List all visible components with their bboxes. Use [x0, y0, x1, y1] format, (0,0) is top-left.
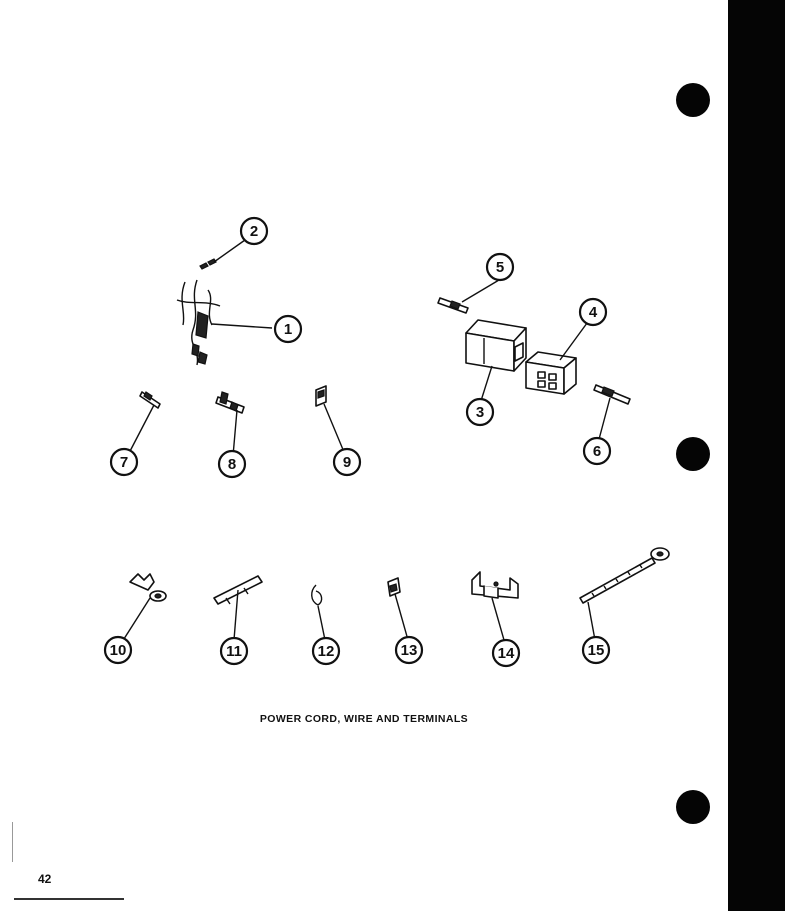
svg-text:10: 10: [110, 642, 127, 659]
svg-text:12: 12: [318, 643, 335, 660]
part-6-terminal: [593, 384, 631, 405]
part-1-power-cord-harness: [176, 279, 221, 366]
part-10-ring-terminal: [129, 573, 167, 602]
callout-10: 10: [103, 635, 133, 665]
callout-1: 1: [273, 314, 303, 344]
part-4-connector-housing: [525, 351, 577, 395]
callout-5: 5: [485, 252, 515, 282]
svg-text:3: 3: [476, 404, 484, 421]
callout-3: 3: [465, 397, 495, 427]
scan-edge-mark: [12, 822, 13, 862]
svg-text:6: 6: [593, 443, 601, 460]
part-15-cable-tie: [579, 547, 670, 604]
binder-hole-top: [676, 83, 710, 117]
part-12-wire-loop: [311, 584, 323, 606]
callout-7: 7: [109, 447, 139, 477]
svg-text:9: 9: [343, 454, 351, 471]
svg-text:4: 4: [589, 304, 598, 321]
svg-text:15: 15: [588, 642, 605, 659]
part-13-small-connector: [387, 577, 401, 597]
callout-4: 4: [578, 297, 608, 327]
svg-text:13: 13: [401, 642, 418, 659]
binder-hole-bottom: [676, 790, 710, 824]
diagram-caption: POWER CORD, WIRE AND TERMINALS: [259, 713, 469, 725]
callout-14: 14: [491, 638, 521, 668]
callout-12: 12: [311, 636, 341, 666]
svg-text:1: 1: [284, 321, 292, 338]
callout-15: 15: [581, 635, 611, 665]
part-9-clip: [315, 385, 327, 407]
binder-hole-middle: [676, 437, 710, 471]
svg-text:2: 2: [250, 223, 258, 240]
part-7-terminal: [139, 391, 161, 409]
svg-text:7: 7: [120, 454, 128, 471]
part-3-connector-housing: [465, 319, 527, 372]
leader-lines: [121, 239, 611, 643]
svg-text:8: 8: [228, 456, 236, 473]
bottom-rule: [14, 898, 124, 900]
part-14-bracket-clip: [471, 571, 519, 599]
svg-text:5: 5: [496, 259, 504, 276]
svg-text:14: 14: [498, 645, 515, 662]
part-5-terminal: [437, 297, 469, 314]
callout-6: 6: [582, 436, 612, 466]
page-number: 42: [38, 872, 52, 886]
part-2-terminal-pins: [199, 258, 217, 270]
binder-spine: [728, 0, 785, 911]
callout-9: 9: [332, 447, 362, 477]
part-8-terminal: [215, 391, 245, 414]
callout-13: 13: [394, 635, 424, 665]
callout-11: 11: [219, 636, 249, 666]
callout-2: 2: [239, 216, 269, 246]
svg-text:11: 11: [226, 643, 242, 660]
callout-8: 8: [217, 449, 247, 479]
